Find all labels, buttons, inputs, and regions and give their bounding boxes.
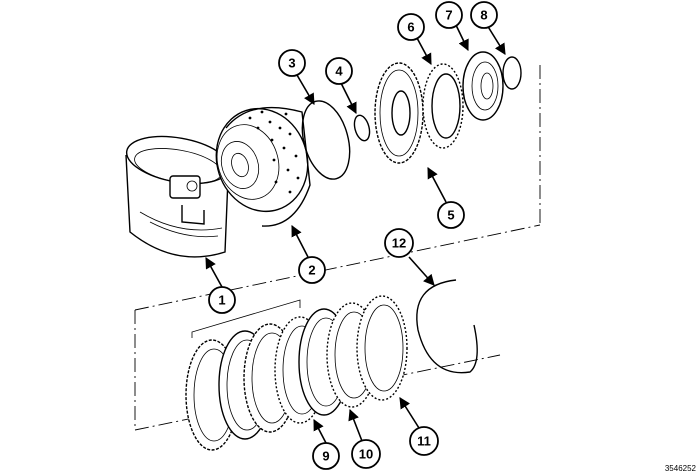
callout-1: 1	[208, 286, 236, 314]
callout-label: 5	[447, 208, 454, 223]
callout-label: 3	[288, 56, 295, 71]
part-1-clutch-drum	[125, 135, 231, 258]
callout-11: 11	[409, 426, 439, 456]
figure-id: 3546252	[664, 464, 696, 473]
callout-label: 10	[359, 447, 373, 462]
callout-3: 3	[278, 49, 306, 77]
part-8-snap-ring	[502, 56, 522, 90]
part-11-reaction-plate	[356, 295, 408, 401]
callout-label: 8	[480, 8, 487, 23]
callout-5: 5	[437, 201, 465, 229]
callout-label: 9	[322, 449, 329, 464]
callout-6: 6	[397, 13, 425, 41]
callout-label: 2	[308, 263, 315, 278]
callout-9: 9	[312, 442, 340, 470]
callout-4: 4	[325, 57, 353, 85]
callout-label: 7	[445, 8, 452, 23]
callout-label: 1	[218, 293, 225, 308]
clutch-pack-bracket	[191, 299, 301, 338]
part-6-splined-ring	[422, 63, 464, 149]
callout-12: 12	[384, 228, 414, 258]
callout-label: 12	[392, 236, 406, 251]
clutch-pack-plates	[185, 295, 408, 451]
callout-label: 11	[417, 434, 431, 449]
callout-label: 6	[407, 20, 414, 35]
part-5-toothed-plate	[374, 62, 424, 164]
leader-lines	[205, 22, 506, 444]
callout-7: 7	[435, 1, 463, 29]
callout-8: 8	[470, 1, 498, 29]
callout-10: 10	[351, 439, 381, 469]
callout-2: 2	[298, 256, 326, 284]
part-7-piston	[462, 51, 504, 121]
hub-holes	[248, 110, 300, 194]
part-3-large-o-ring	[301, 100, 351, 180]
part-12-large-snap-ring	[416, 279, 478, 374]
callout-label: 4	[335, 64, 343, 79]
part-4-small-o-ring	[353, 114, 371, 142]
